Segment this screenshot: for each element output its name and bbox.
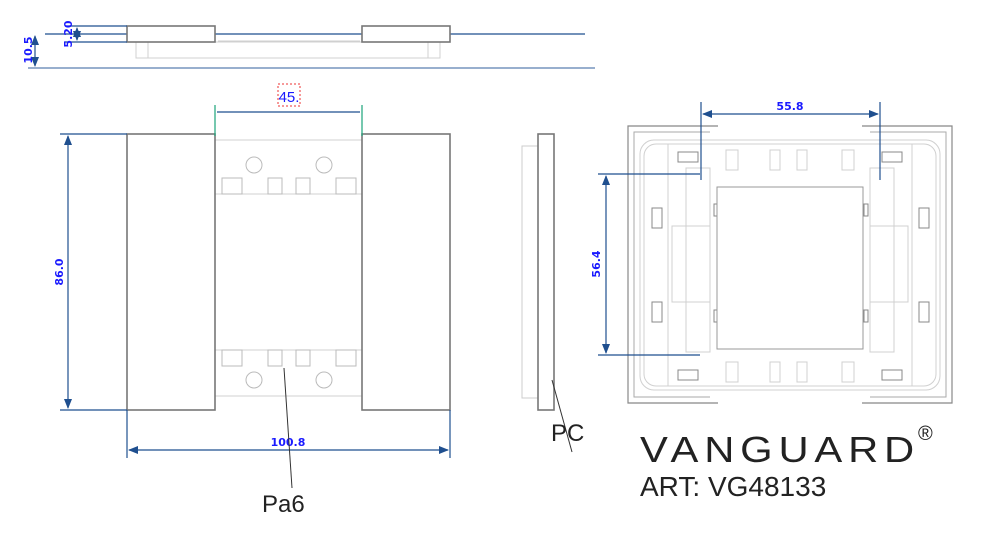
dim-top-thickness: 5.20 (62, 20, 75, 47)
top-view: 5.20 10.5 (22, 20, 595, 69)
rear-view: 55.8 56.4 (590, 100, 953, 404)
brand-block: VANGUARD ® ART: VG48133 (640, 423, 933, 502)
material-cover-label: PC (551, 420, 584, 447)
front-view: 45. 86.0 100.8 Pa6 (53, 83, 451, 518)
brand-logo: VANGUARD (640, 429, 920, 470)
dim-mount-horizontal: 55.8 (776, 100, 803, 113)
material-frame-label: Pa6 (262, 491, 305, 518)
dim-mount-vertical: 56.4 (590, 250, 603, 277)
article-number: ART: VG48133 (640, 471, 826, 502)
side-view: PC (521, 133, 584, 453)
dim-total-depth: 10.5 (22, 36, 35, 63)
dim-width: 100.8 (271, 436, 306, 449)
registered-mark: ® (918, 423, 933, 445)
dim-module-width: 45. (279, 89, 300, 106)
dim-height: 86.0 (53, 258, 66, 285)
